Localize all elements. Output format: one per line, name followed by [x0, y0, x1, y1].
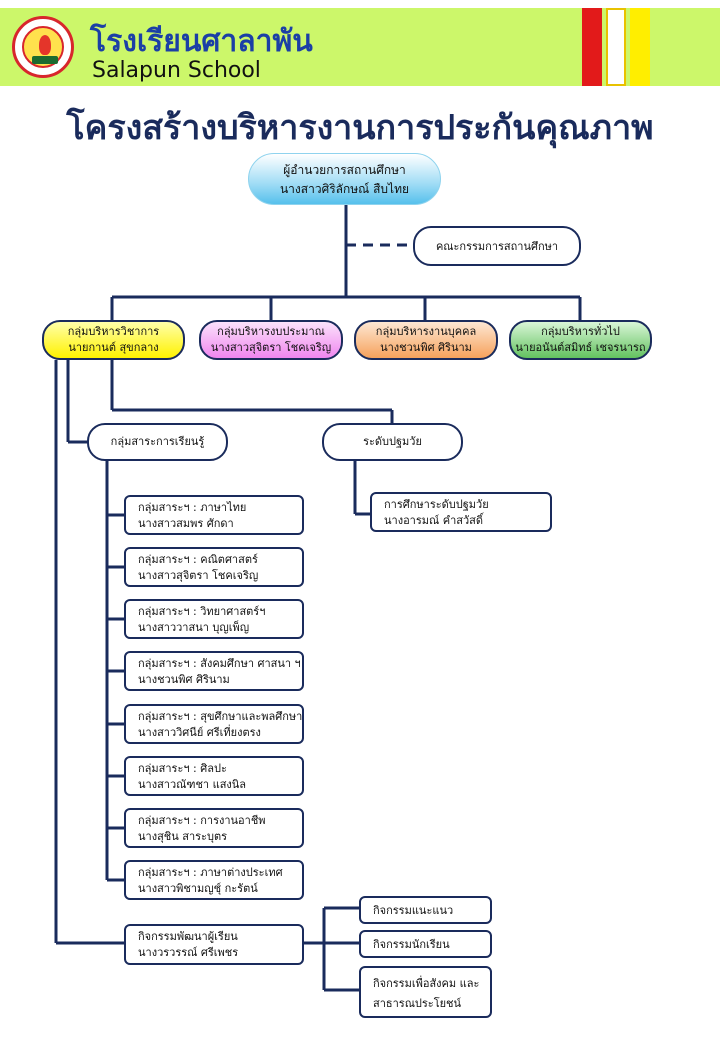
activity-student: กิจกรรมนักเรียน	[359, 930, 492, 958]
group-head-name: นายอนันต์สมิทธ์ เชจรนารถ	[515, 341, 646, 354]
activity-label-cont: สาธารณประโยชน์	[373, 997, 462, 1010]
development-title: กิจกรรมพัฒนาผู้เรียน	[138, 930, 238, 943]
academic-admin-group: กลุ่มบริหารวิชาการ นายกานต์ สุขกลาง	[42, 320, 185, 360]
white-stripe	[606, 8, 626, 86]
subject-title: กลุ่มสาระฯ : ศิลปะ	[138, 762, 227, 775]
activity-social-service: กิจกรรมเพื่อสังคม และ สาธารณประโยชน์	[359, 966, 492, 1018]
subject-title: กลุ่มสาระฯ : สุขศึกษาและพลศึกษา	[138, 710, 303, 723]
subject-box-social: กลุ่มสาระฯ : สังคมศึกษา ศาสนา ฯ นางชวนพิ…	[124, 651, 304, 691]
early-childhood-label: ระดับปฐมวัย	[363, 435, 422, 448]
page-title: โครงสร้างบริหารงานการประกันคุณภาพ	[66, 108, 654, 148]
group-title: กลุ่มบริหารทั่วไป	[541, 325, 620, 338]
logo-emblem-icon	[22, 26, 64, 68]
group-title: กลุ่มบริหารงบประมาณ	[217, 325, 325, 338]
activity-guidance: กิจกรรมแนะแนว	[359, 896, 492, 924]
subject-head-name: นางสาวณัฑชา แสงนิล	[138, 778, 247, 791]
director-name: นางสาวศิริลักษณ์ สืบไทย	[279, 182, 410, 196]
group-head-name: นางชวนพิศ ศิรินาม	[380, 341, 472, 354]
torch-flame-icon	[39, 35, 51, 55]
school-logo	[12, 16, 74, 78]
group-title: กลุ่มบริหารงานบุคคล	[375, 325, 477, 338]
school-name-thai: โรงเรียนศาลาพัน	[90, 24, 313, 59]
activity-label: กิจกรรมแนะแนว	[373, 904, 454, 917]
subject-head-name: นางชวนพิศ ศิรินาม	[138, 673, 230, 686]
yellow-stripe	[630, 8, 650, 86]
group-head-name: นายกานต์ สุขกลาง	[68, 341, 159, 354]
subject-title: กลุ่มสาระฯ : ภาษาต่างประเทศ	[138, 866, 283, 879]
development-head-name: นางวรวรรณ์ ศรีเพชร	[138, 946, 239, 959]
unit-title: การศึกษาระดับปฐมวัย	[384, 498, 489, 511]
committee-box: คณะกรรมการสถานศึกษา	[413, 226, 581, 266]
subject-box-math: กลุ่มสาระฯ : คณิตศาสตร์ นางสาวสุจิตรา โช…	[124, 547, 304, 587]
activity-label: กิจกรรมเพื่อสังคม และ	[373, 977, 480, 990]
subject-head-name: นางสาวพิชามญชุ์ กะรัตน์	[138, 882, 258, 895]
subject-box-health: กลุ่มสาระฯ : สุขศึกษาและพลศึกษา นางสาววิ…	[124, 704, 304, 744]
subject-head-name: นางสาววาสนา บุญเพ็ญ	[138, 621, 250, 634]
early-childhood-group: ระดับปฐมวัย	[322, 423, 463, 461]
group-title: กลุ่มบริหารวิชาการ	[67, 325, 160, 338]
early-childhood-unit: การศึกษาระดับปฐมวัย นางอารมณ์ คำสวัสดิ์	[370, 492, 552, 532]
subject-title: กลุ่มสาระฯ : การงานอาชีพ	[138, 814, 266, 827]
subject-title: กลุ่มสาระฯ : คณิตศาสตร์	[138, 553, 258, 566]
red-stripe	[582, 8, 602, 86]
personnel-admin-group: กลุ่มบริหารงานบุคคล นางชวนพิศ ศิรินาม	[354, 320, 498, 360]
subject-box-career: กลุ่มสาระฯ : การงานอาชีพ นางสุชิน สาระบุ…	[124, 808, 304, 848]
subject-box-foreign-language: กลุ่มสาระฯ : ภาษาต่างประเทศ นางสาวพิชามญ…	[124, 860, 304, 900]
subject-box-science: กลุ่มสาระฯ : วิทยาศาสตร์ฯ นางสาววาสนา บุ…	[124, 599, 304, 639]
subject-title: กลุ่มสาระฯ : สังคมศึกษา ศาสนา ฯ	[138, 657, 301, 670]
subject-head-name: นางสุชิน สาระบุตร	[138, 830, 228, 843]
director-title: ผู้อำนวยการสถานศึกษา	[283, 163, 406, 177]
committee-label: คณะกรรมการสถานศึกษา	[435, 240, 559, 253]
student-development-box: กิจกรรมพัฒนาผู้เรียน นางวรวรรณ์ ศรีเพชร	[124, 924, 304, 965]
logo-base-icon	[32, 56, 58, 64]
subject-title: กลุ่มสาระฯ : วิทยาศาสตร์ฯ	[138, 605, 266, 618]
school-name-english: Salapun School	[92, 58, 261, 83]
subject-box-thai: กลุ่มสาระฯ : ภาษาไทย นางสาวสมพร ศักดา	[124, 495, 304, 535]
director-box: ผู้อำนวยการสถานศึกษา นางสาวศิริลักษณ์ สื…	[248, 153, 441, 205]
activity-label: กิจกรรมนักเรียน	[373, 938, 450, 951]
subject-title: กลุ่มสาระฯ : ภาษาไทย	[138, 501, 247, 514]
subject-box-arts: กลุ่มสาระฯ : ศิลปะ นางสาวณัฑชา แสงนิล	[124, 756, 304, 796]
budget-admin-group: กลุ่มบริหารงบประมาณ นางสาวสุจิตรา โชคเจร…	[199, 320, 343, 360]
general-admin-group: กลุ่มบริหารทั่วไป นายอนันต์สมิทธ์ เชจรนา…	[509, 320, 652, 360]
subject-head-name: นางสาววิศนีย์ ศรีเที่ยงตรง	[138, 726, 261, 739]
subject-head-name: นางสาวสมพร ศักดา	[138, 517, 234, 530]
unit-head-name: นางอารมณ์ คำสวัสดิ์	[384, 514, 483, 527]
group-head-name: นางสาวสุจิตรา โชคเจริญ	[210, 341, 332, 354]
learning-area-label: กลุ่มสาระการเรียนรู้	[110, 435, 205, 448]
learning-area-group: กลุ่มสาระการเรียนรู้	[87, 423, 228, 461]
subject-head-name: นางสาวสุจิตรา โชคเจริญ	[138, 569, 259, 582]
